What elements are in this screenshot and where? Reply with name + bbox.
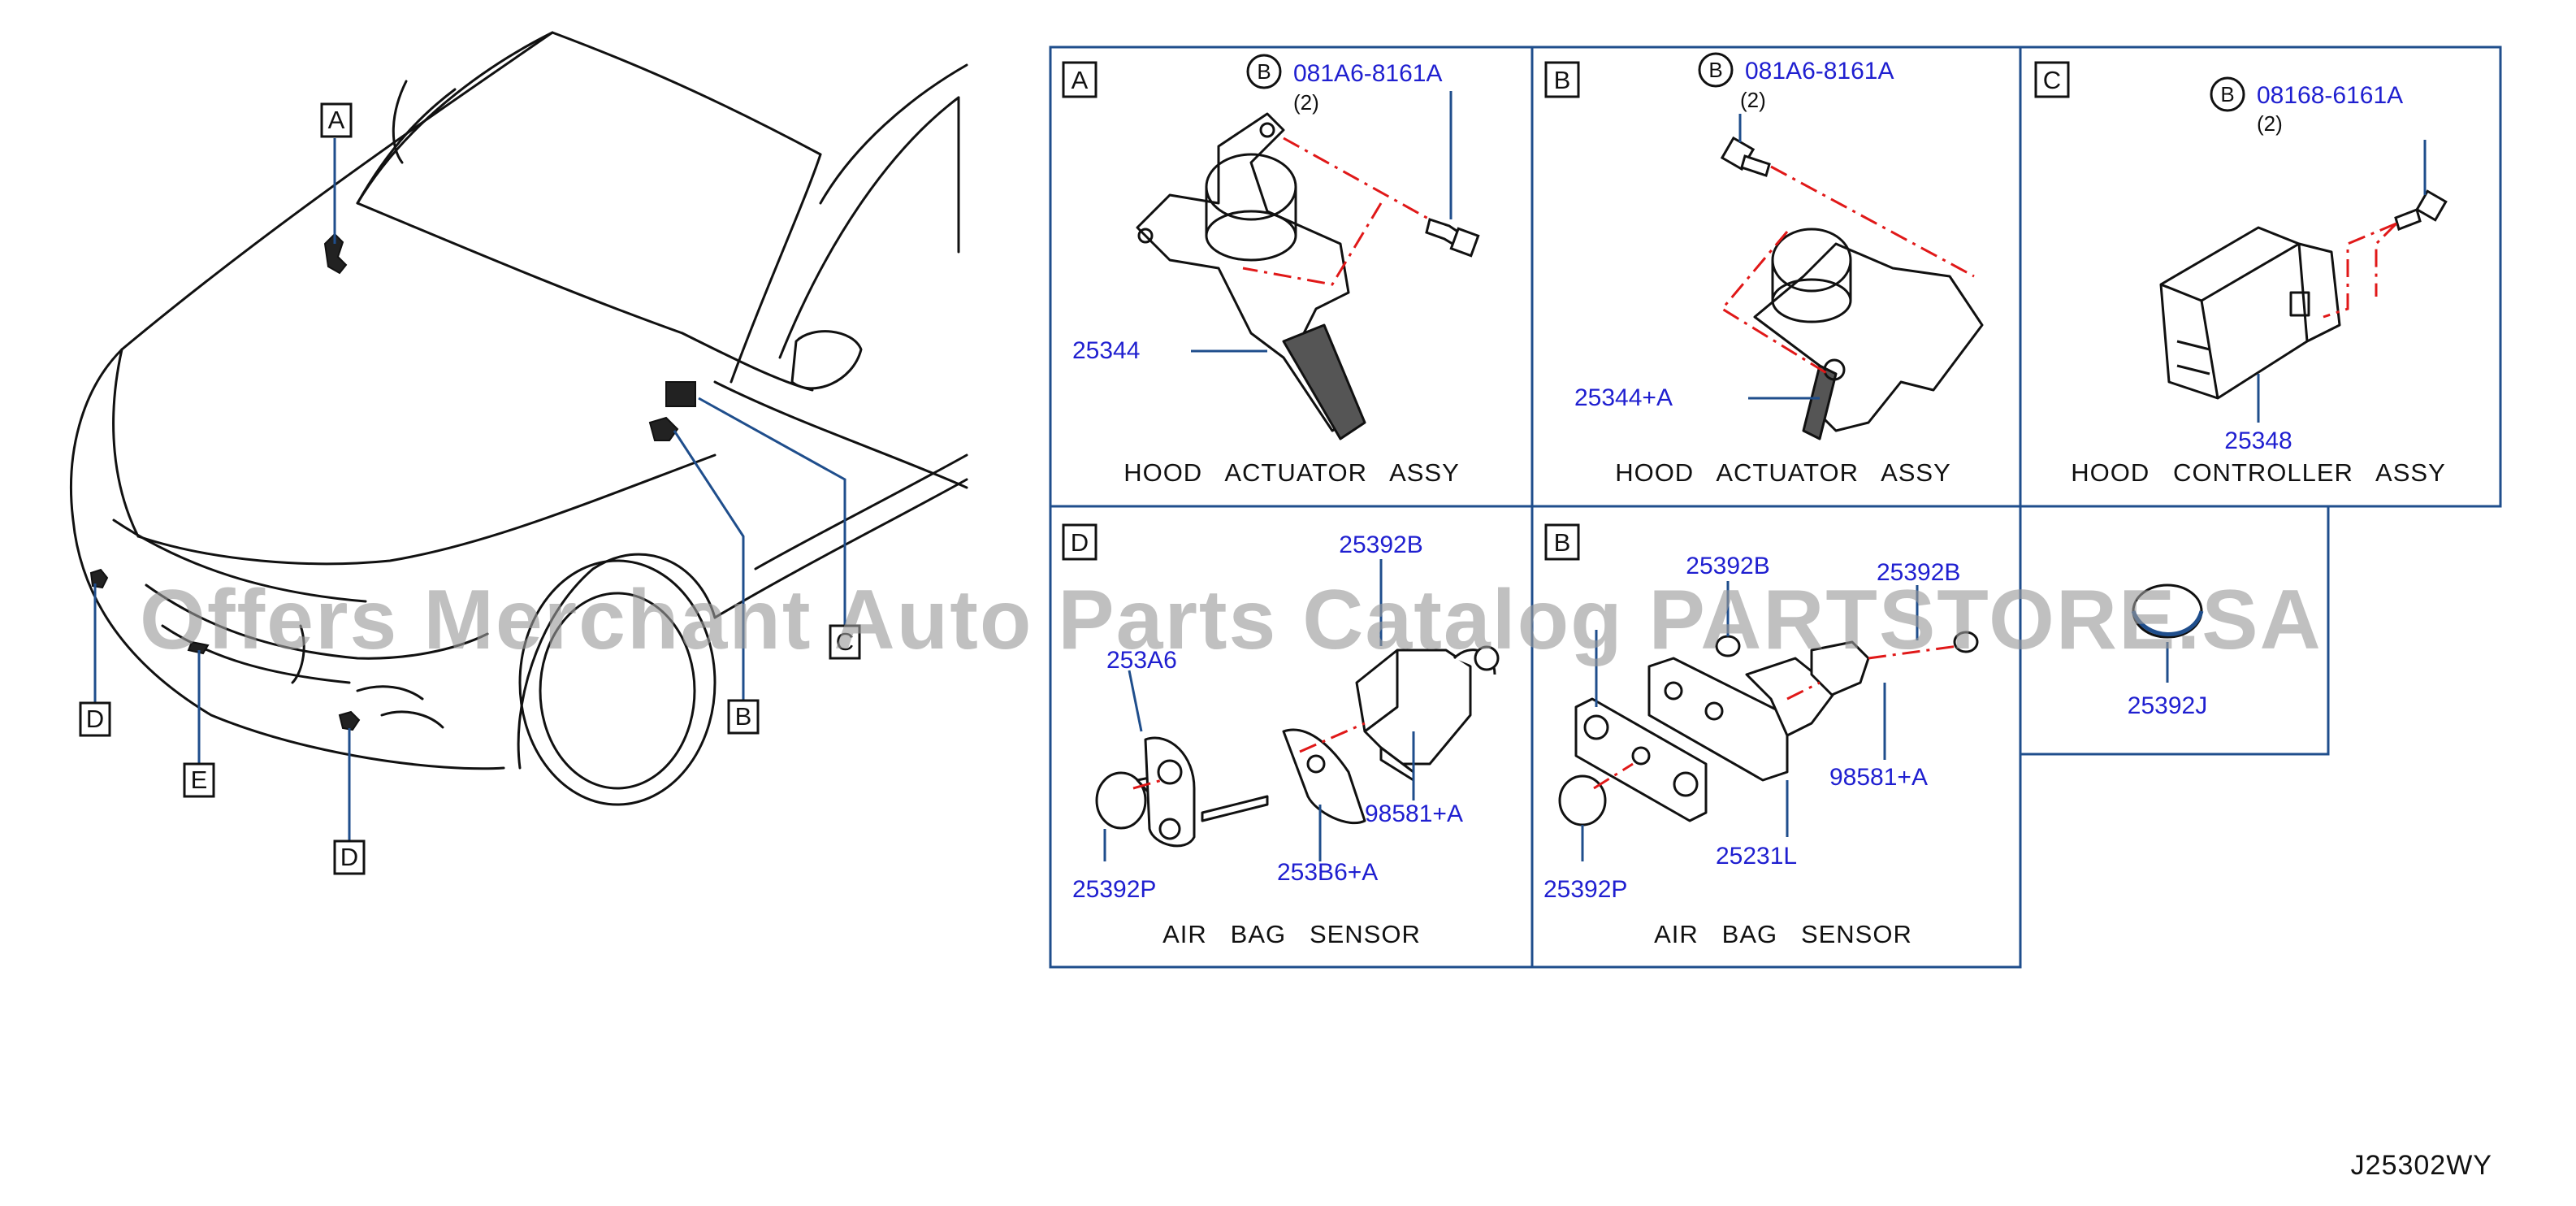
panel-d-part-98581A: 98581+A — [1365, 800, 1463, 827]
callout-a-label: A — [328, 106, 345, 134]
bolt-b-letter: B — [1257, 59, 1271, 84]
panel-b2-tag: B — [1554, 528, 1571, 557]
bolt-b-circle-icon — [2210, 76, 2245, 112]
panel-d-part-253B6A: 253B6+A — [1277, 859, 1378, 886]
watermark: Offers Merchant Auto Parts Catalog PARTS… — [140, 573, 2323, 667]
air-bag-sensor-d-drawing — [1095, 645, 1500, 848]
panel-c-bolt-part: 08168-6161A — [2257, 82, 2403, 109]
hood-actuator-a-dashes — [1242, 137, 1431, 286]
callout-d-left-label: D — [86, 705, 104, 733]
panel-d-part-25392B: 25392B — [1339, 531, 1422, 558]
panel-a-title: HOOD ACTUATOR ASSY — [1123, 458, 1460, 487]
panel-c-bolt-qty: (2) — [2257, 111, 2283, 136]
panel-a-part: 25344 — [1072, 337, 1140, 364]
panel-d-part-25392P: 25392P — [1072, 876, 1156, 903]
panel-b2-title: AIR BAG SENSOR — [1654, 920, 1912, 948]
panel-b-sensor: B 25392B 25392 — [1543, 523, 1979, 948]
diagram-code: J25302WY — [2351, 1150, 2492, 1181]
panel-b2-part-25392P: 25392P — [1543, 876, 1627, 903]
bolt-b-letter: B — [1708, 58, 1722, 82]
sensor-a-marker — [323, 232, 348, 275]
panel-grid — [1049, 46, 2502, 969]
air-bag-sensor-b-drawing — [1558, 631, 1979, 826]
bolt-b-circle-icon — [1246, 54, 1282, 89]
panel-b1-title: HOOD ACTUATOR ASSY — [1615, 458, 1951, 487]
panel-d-part-253A6: 253A6 — [1106, 647, 1177, 674]
panel-b2-part-25392B-right: 25392B — [1877, 559, 1960, 586]
panel-b2-part-98581A: 98581+A — [1829, 764, 1928, 791]
sensor-d-left-marker — [89, 568, 109, 589]
panel-c-part: 25348 — [2224, 427, 2292, 454]
panel-d: D 25392B 253A6 98 — [1062, 523, 1500, 948]
panel-a: A B 081A6-8161A (2) 25344 HOOD — [1062, 54, 1480, 487]
panel-b-actuator: B B 081A6-8161A (2) 25344+A HOOD ACTUATO… — [1544, 52, 1984, 487]
panel-b2-part-25231L: 25231L — [1716, 843, 1797, 870]
panel-c-bolt-icon — [2394, 189, 2448, 231]
hood-actuator-b-drawing — [1753, 228, 1984, 440]
panel-b1-bolt-qty: (2) — [1740, 88, 1766, 112]
panel-e: 25392J — [2128, 583, 2207, 719]
panel-d-dashes — [1132, 722, 1366, 790]
car-illustration — [70, 31, 968, 806]
callout-e-label: E — [191, 766, 208, 794]
bolt-b-circle-icon — [1698, 52, 1734, 88]
bolt-b-letter: B — [2220, 82, 2234, 106]
panel-a-bolt-icon — [1425, 218, 1480, 258]
panel-b2-part-25392B-left: 25392B — [1686, 553, 1769, 579]
callout-c-label: C — [836, 627, 854, 656]
sensor-c-marker — [665, 381, 696, 407]
panel-e-part: 25392J — [2128, 692, 2207, 719]
sensor-b-marker — [648, 416, 679, 441]
panel-c: C B 08168-6161A (2) 25348 HOOD CONTROLLE… — [2034, 61, 2448, 487]
panel-a-tag: A — [1072, 66, 1089, 94]
sensor-d-bottom-marker — [338, 710, 361, 731]
hood-controller-drawing — [2159, 226, 2341, 400]
panel-c-dashes — [2323, 222, 2398, 319]
sensor-markers — [89, 232, 696, 731]
callout-d-bottom-label: D — [340, 843, 358, 871]
car-callouts: A B C D E D — [79, 102, 861, 875]
panel-a-bolt-qty: (2) — [1293, 90, 1319, 115]
callout-leaders — [93, 138, 846, 841]
panel-d-tag: D — [1071, 528, 1089, 557]
callout-b-label: B — [735, 702, 752, 731]
panel-b1-bolt-part: 081A6-8161A — [1745, 58, 1894, 85]
panel-c-title: HOOD CONTROLLER ASSY — [2071, 458, 2446, 487]
panel-b1-part: 25344+A — [1574, 384, 1673, 411]
panel-a-bolt-part: 081A6-8161A — [1293, 60, 1443, 87]
panel-b1-tag: B — [1554, 66, 1571, 94]
hood-actuator-b-dashes — [1720, 165, 1975, 375]
sensor-e-marker — [187, 640, 210, 655]
panel-b1-bolt-icon — [1720, 136, 1771, 177]
panel-b2-dashes — [1593, 644, 1959, 790]
panel-d-title: AIR BAG SENSOR — [1162, 920, 1421, 948]
hood-actuator-a-drawing — [1136, 112, 1366, 440]
panel-c-tag: C — [2043, 66, 2061, 94]
